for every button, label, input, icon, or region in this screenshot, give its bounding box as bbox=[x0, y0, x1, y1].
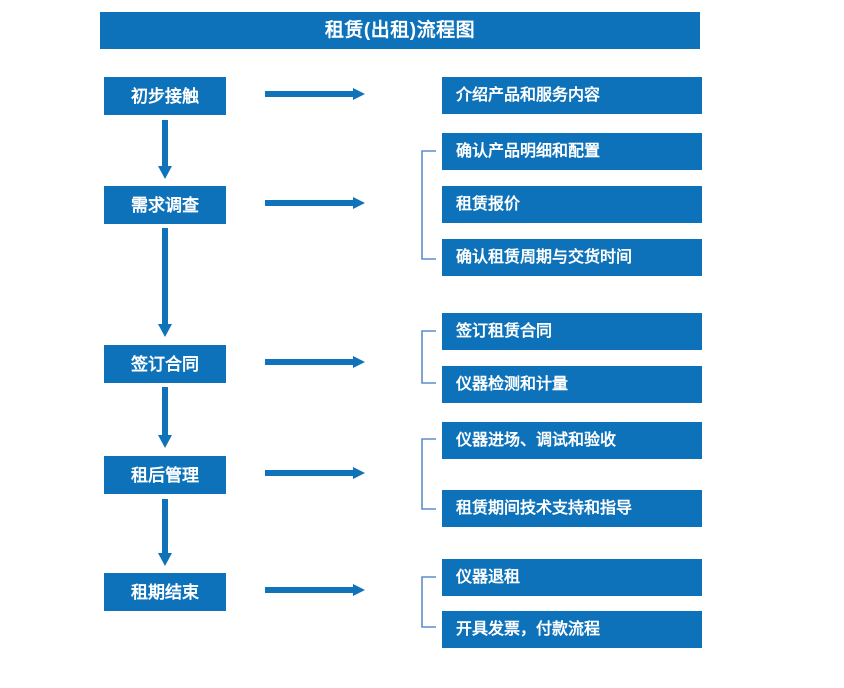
arrow-right-icon-5 bbox=[265, 583, 366, 597]
arrow-right-icon-1 bbox=[265, 87, 366, 101]
stage-box-2[interactable]: 需求调查 bbox=[104, 186, 226, 224]
detail-box-3[interactable]: 租赁报价 bbox=[442, 186, 702, 223]
page-title: 租赁(出租)流程图 bbox=[100, 12, 700, 49]
stage-box-1[interactable]: 初步接触 bbox=[104, 77, 226, 115]
arrow-down-icon-3 bbox=[157, 387, 173, 449]
stage-box-3[interactable]: 签订合同 bbox=[104, 345, 226, 383]
detail-box-2[interactable]: 确认产品明细和配置 bbox=[442, 133, 702, 170]
detail-box-4[interactable]: 确认租赁周期与交货时间 bbox=[442, 239, 702, 276]
bracket-endlease bbox=[420, 576, 438, 628]
detail-box-10[interactable]: 开具发票，付款流程 bbox=[442, 611, 702, 648]
bracket-aftercare bbox=[420, 438, 438, 510]
arrow-right-icon-3 bbox=[265, 355, 366, 369]
arrow-right-icon-4 bbox=[265, 466, 366, 480]
bracket-demand bbox=[420, 150, 438, 260]
detail-box-6[interactable]: 仪器检测和计量 bbox=[442, 366, 702, 403]
detail-box-7[interactable]: 仪器进场、调试和验收 bbox=[442, 422, 702, 459]
detail-box-1[interactable]: 介绍产品和服务内容 bbox=[442, 77, 702, 114]
bracket-contract bbox=[420, 330, 438, 384]
arrow-right-icon-2 bbox=[265, 196, 366, 210]
stage-box-4[interactable]: 租后管理 bbox=[104, 456, 226, 494]
arrow-down-icon-1 bbox=[157, 120, 173, 180]
arrow-down-icon-4 bbox=[157, 499, 173, 567]
stage-box-5[interactable]: 租期结束 bbox=[104, 573, 226, 611]
detail-box-9[interactable]: 仪器退租 bbox=[442, 559, 702, 596]
detail-box-8[interactable]: 租赁期间技术支持和指导 bbox=[442, 490, 702, 527]
arrow-down-icon-2 bbox=[157, 228, 173, 338]
detail-box-5[interactable]: 签订租赁合同 bbox=[442, 313, 702, 350]
